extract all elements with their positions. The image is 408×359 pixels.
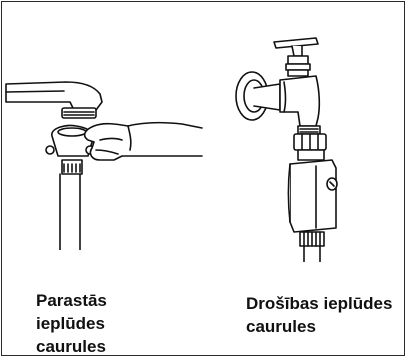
- wall-flange-icon: [236, 72, 280, 120]
- safety-hose-illustration: [224, 32, 374, 262]
- hose-icon: [300, 232, 324, 262]
- faucet-spout-icon: [6, 82, 102, 118]
- caption-line: caurules: [36, 335, 107, 358]
- hand-icon: [85, 123, 202, 160]
- safety-hose-caption: Drošības ieplūdes caurules: [246, 292, 392, 338]
- caption-line: caurules: [246, 315, 392, 338]
- caption-line: Drošības ieplūdes: [246, 292, 392, 315]
- caption-line: ieplūdes: [36, 312, 107, 335]
- standard-hose-illustration: [4, 64, 204, 250]
- coupling-nut-icon: [294, 134, 326, 160]
- tap-body-icon: [280, 76, 320, 134]
- standard-hose-caption: Parastās ieplūdes caurules: [36, 289, 107, 358]
- figure-frame: Parastās ieplūdes caurules Drošības iepl…: [1, 1, 405, 356]
- tap-handle-icon: [274, 38, 318, 76]
- caption-line: Parastās: [36, 289, 107, 312]
- safety-valve-icon: [289, 160, 338, 232]
- hose-icon: [60, 160, 82, 250]
